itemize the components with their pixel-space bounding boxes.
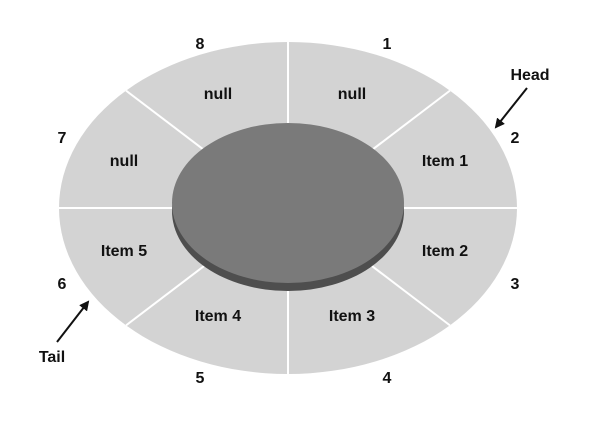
slot-dividers bbox=[59, 42, 517, 374]
slot-index-8: 8 bbox=[196, 36, 205, 53]
slot-index-3: 3 bbox=[511, 276, 520, 293]
slot-index-7: 7 bbox=[58, 130, 67, 147]
slot-divider bbox=[125, 263, 207, 327]
slot-divider bbox=[369, 89, 451, 153]
slot-content-7: null bbox=[110, 153, 138, 170]
slot-index-6: 6 bbox=[58, 276, 67, 293]
tail-pointer: Tail bbox=[39, 300, 90, 366]
tail-arrow bbox=[56, 300, 90, 343]
hub-top bbox=[172, 123, 404, 283]
head-label: Head bbox=[510, 67, 549, 84]
slot-content-4: Item 3 bbox=[329, 308, 375, 325]
slot-content-5: Item 4 bbox=[195, 308, 241, 325]
buffer-hub bbox=[172, 123, 404, 291]
slot-content-2: Item 1 bbox=[422, 153, 468, 170]
slot-content-6: Item 5 bbox=[101, 243, 147, 260]
slot-index-4: 4 bbox=[383, 370, 392, 387]
slot-content-3: Item 2 bbox=[422, 243, 468, 260]
slot-divider bbox=[125, 89, 207, 153]
tail-label: Tail bbox=[39, 349, 65, 366]
slot-index-2: 2 bbox=[511, 130, 520, 147]
slot-index-5: 5 bbox=[196, 370, 205, 387]
head-arrow bbox=[494, 87, 528, 129]
slot-divider bbox=[369, 263, 451, 327]
slot-content-8: null bbox=[204, 86, 232, 103]
slot-contents: null Item 1 Item 2 Item 3 Item 4 Item 5 … bbox=[101, 86, 468, 325]
slot-content-1: null bbox=[338, 86, 366, 103]
slot-index-1: 1 bbox=[383, 36, 392, 53]
slot-indices: 1 2 3 4 5 6 7 8 bbox=[58, 36, 520, 387]
head-pointer: Head bbox=[494, 67, 550, 129]
